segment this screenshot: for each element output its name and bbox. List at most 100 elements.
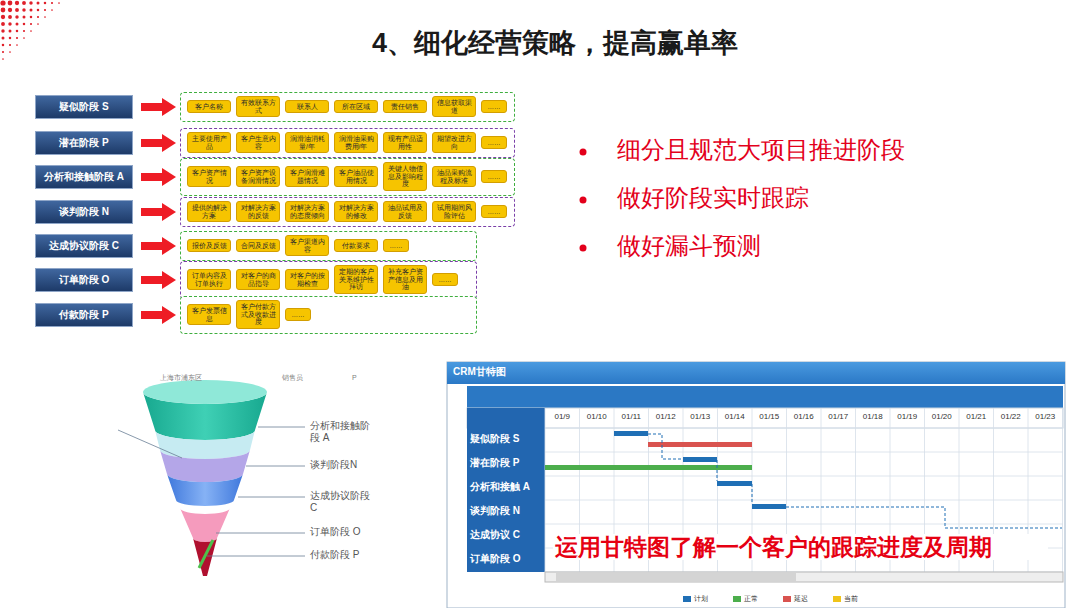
- gantt-header: [447, 362, 1065, 384]
- stage-box: 分析和接触阶段 A: [35, 165, 133, 189]
- stage-box: 谈判阶段 N: [35, 200, 133, 224]
- node-text: 定期的客户关系维护性拜访: [337, 268, 375, 290]
- stage-arrow: [141, 208, 162, 216]
- plan-bar: [717, 481, 752, 486]
- node-text: 所在区域: [337, 103, 375, 110]
- field-tag: 油品试用及反馈: [383, 201, 427, 222]
- field-tag: ……: [481, 170, 507, 183]
- node-text: 客户付款方式及收款进度: [239, 303, 277, 325]
- stage-box: 达成协议阶段 C: [35, 234, 133, 258]
- node-text: 达成协议阶段 C: [49, 239, 119, 253]
- detail-group: 报价及反馈合同及反馈客户渠道内容付款要求……: [180, 231, 477, 261]
- corner-dot: [23, 37, 25, 39]
- gantt-grid: [545, 408, 1063, 572]
- dependency-line: [648, 434, 1062, 528]
- node-text: 提供的解决方案: [190, 204, 228, 219]
- corner-dot: [30, 9, 33, 12]
- field-tag: 对客户的按期检查: [285, 269, 329, 290]
- legend-entry: 正常: [733, 595, 758, 603]
- date-header: 01/11: [614, 412, 649, 421]
- field-tag: 责任销售: [383, 100, 427, 113]
- node-text: 订单阶段 O: [59, 273, 110, 287]
- node-text: 油品试用及反馈: [386, 204, 424, 219]
- node-text: 关键人物信息及影响程度: [386, 165, 424, 187]
- faded-header: 销售员: [282, 374, 303, 382]
- grid-line: [545, 524, 1063, 525]
- node-text: 付款要求: [337, 242, 375, 249]
- node-text: 对解决方案的修改: [337, 204, 375, 219]
- grid-line: [545, 428, 1063, 429]
- legend-swatch: [833, 596, 841, 602]
- legend-text: 延迟: [794, 595, 808, 603]
- corner-dot: [30, 30, 32, 32]
- corner-dot: [8, 22, 11, 25]
- corner-dot: [2, 51, 4, 53]
- bullet-point: 做好阶段实时跟踪: [617, 184, 809, 212]
- funnel-rim: [143, 380, 267, 404]
- field-tag: 客户名称: [187, 100, 231, 113]
- field-tag: 订单内容及订单执行: [187, 269, 231, 290]
- date-header: 01/10: [580, 412, 615, 421]
- bullet-dot: [580, 149, 587, 156]
- stage-box: 疑似阶段 S: [35, 95, 133, 119]
- leader-line: [216, 533, 305, 534]
- field-tag: 试用期间风险评估: [432, 201, 476, 222]
- scrollbar: [545, 572, 1063, 582]
- node-text: 报价及反馈: [190, 242, 228, 249]
- field-tag: ……: [383, 239, 409, 252]
- gantt-row-label: 潜在阶段 P: [470, 457, 519, 469]
- field-tag: 期望改进方向: [432, 132, 476, 153]
- stage-arrow: [141, 139, 162, 147]
- corner-dot: [8, 1, 13, 6]
- corner-dot: [44, 16, 46, 18]
- gantt-row-label: 订单阶段 O: [470, 553, 521, 565]
- legend-text: 计划: [694, 595, 708, 603]
- stage-arrow: [141, 242, 162, 250]
- field-tag: 合同及反馈: [236, 239, 280, 252]
- node-text: ……: [484, 139, 504, 146]
- funnel-label: 付款阶段 P: [310, 549, 376, 561]
- corner-dot: [37, 23, 39, 25]
- field-tag: 客户付款方式及收款进度: [236, 300, 280, 328]
- detail-group: 客户发票信息客户付款方式及收款进度 ……: [180, 296, 477, 334]
- date-header: 01/9: [545, 412, 580, 421]
- field-tag: 客户生意内容: [236, 132, 280, 153]
- node-text: 油品采购流程及标准: [435, 169, 473, 184]
- funnel-layer: [167, 474, 243, 506]
- corner-dot: [58, 2, 60, 4]
- field-tag: 信息获取渠道: [432, 96, 476, 117]
- leader-line: [207, 556, 305, 557]
- node-text: 客户生意内容: [239, 135, 277, 150]
- gantt-panel: [447, 362, 1065, 608]
- funnel-label: 订单阶段 O: [310, 526, 376, 538]
- corner-dot: [37, 9, 40, 12]
- corner-dot: [1, 8, 6, 13]
- stage-arrow: [141, 173, 162, 181]
- bullet-dot: [580, 197, 587, 204]
- node-text: 客户资产情况: [190, 169, 228, 184]
- node-text: 客户发票信息: [190, 307, 228, 322]
- legend-swatch: [683, 596, 691, 602]
- leader-line: [258, 427, 305, 428]
- date-header: 01/18: [856, 412, 891, 421]
- field-tag: ……: [432, 273, 458, 286]
- corner-dot: [37, 16, 39, 18]
- stage-box: 付款阶段 P: [35, 303, 133, 327]
- field-tag: 油品采购流程及标准: [432, 166, 476, 187]
- node-text: 客户油品使用情况: [337, 169, 375, 184]
- field-tag: ……: [285, 308, 311, 321]
- node-text: 补充客户资产信息及用油: [386, 268, 424, 290]
- corner-dot: [1, 15, 5, 19]
- leader-line: [238, 497, 305, 498]
- funnel-layer: [180, 508, 230, 542]
- corner-dot: [30, 16, 33, 19]
- stage-arrow: [141, 311, 162, 319]
- corner-dot: [44, 9, 46, 11]
- node-text: 对解决方案的反馈: [239, 204, 277, 219]
- date-header: 01/20: [925, 412, 960, 421]
- gantt-row-label: 谈判阶段 N: [470, 505, 520, 517]
- legend-text: 当前: [844, 595, 858, 603]
- node-text: 客户资产设备润滑情况: [239, 169, 277, 184]
- funnel-label: 分析和接触阶段 A: [310, 420, 376, 443]
